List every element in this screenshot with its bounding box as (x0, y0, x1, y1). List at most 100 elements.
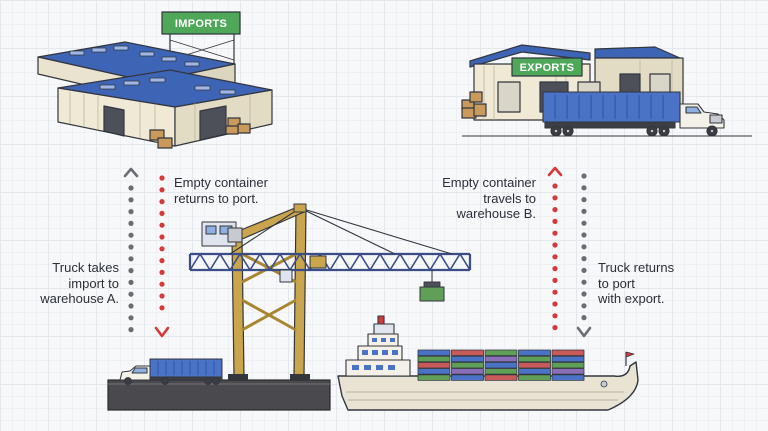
exports-sign-label: EXPORTS (520, 62, 575, 74)
arrow-dot (128, 327, 133, 332)
dock (108, 380, 330, 410)
arrow-head-up-icon (125, 169, 137, 176)
label-line: returns to port. (174, 191, 268, 207)
label-line: warehouse B. (426, 206, 536, 222)
arrow-dot (159, 175, 164, 180)
label-empty-to-port: Empty container returns to port. (174, 175, 268, 206)
arrow-dot (128, 197, 133, 202)
ship-container (452, 356, 484, 362)
arrow-dot (552, 325, 557, 330)
arrow-dot (552, 219, 557, 224)
ship-container (552, 356, 584, 362)
ship-container (418, 362, 450, 368)
arrow-dot (581, 232, 586, 237)
ship-container (485, 362, 517, 368)
label-line: Truck returns (598, 260, 674, 276)
arrow-dot (581, 291, 586, 296)
arrow-truck-to-port (578, 173, 590, 336)
ship-container (519, 362, 551, 368)
arrow-dot (552, 290, 557, 295)
arrow-dot (581, 197, 586, 202)
ship-container (485, 375, 517, 381)
label-line: warehouse A. (24, 291, 119, 307)
hoisted-container (420, 287, 444, 301)
ship-container (418, 356, 450, 362)
arrow-head-up-icon (549, 168, 561, 175)
arrow-dot (581, 244, 586, 249)
ship-container (519, 369, 551, 375)
ship-container (552, 375, 584, 381)
ship-container (418, 375, 450, 381)
ship-container (552, 362, 584, 368)
container-ship-icon (338, 316, 638, 410)
arrow-empty-to-warehouse-b (549, 168, 561, 330)
ship-container (452, 362, 484, 368)
arrow-dot (552, 195, 557, 200)
arrow-dot (552, 231, 557, 236)
arrow-dot (128, 209, 133, 214)
arrow-dot (159, 234, 164, 239)
ship-container (485, 369, 517, 375)
arrow-dot (552, 183, 557, 188)
arrow-dot (581, 268, 586, 273)
ship-container (552, 350, 584, 356)
arrow-dot (552, 266, 557, 271)
label-line: to port (598, 276, 674, 292)
ship-container (485, 350, 517, 356)
ship-container (519, 375, 551, 381)
arrow-dot (128, 280, 133, 285)
arrow-dot (159, 187, 164, 192)
label-line: with export. (598, 291, 674, 307)
export-truck-icon (543, 92, 724, 136)
arrow-dot (159, 211, 164, 216)
arrow-dot (128, 221, 133, 226)
arrow-dot (128, 315, 133, 320)
arrow-dot (552, 254, 557, 259)
arrow-dot (159, 199, 164, 204)
ship-container (519, 356, 551, 362)
ship-container (452, 350, 484, 356)
imports-sign-label: IMPORTS (175, 18, 227, 30)
arrow-dot (128, 185, 133, 190)
label-line: import to (24, 276, 119, 292)
label-line: Empty container (426, 175, 536, 191)
arrow-dot (159, 293, 164, 298)
arrow-dot (581, 303, 586, 308)
arrow-dot (128, 233, 133, 238)
arrow-truck-to-warehouse-a (125, 169, 137, 332)
arrow-head-down-icon (156, 328, 168, 336)
ship-container (552, 369, 584, 375)
arrow-dot (581, 280, 586, 285)
ship-container (452, 375, 484, 381)
arrow-dot (552, 278, 557, 283)
ship-container (485, 356, 517, 362)
container-stacks (418, 350, 584, 380)
arrow-dot (581, 221, 586, 226)
label-truck-export: Truck returns to port with export. (598, 260, 674, 307)
arrow-dot (552, 207, 557, 212)
arrow-dot (581, 315, 586, 320)
arrow-dot (159, 223, 164, 228)
arrow-dot (159, 258, 164, 263)
arrow-dot (552, 242, 557, 247)
arrow-dot (581, 185, 586, 190)
ship-container (519, 350, 551, 356)
arrow-dot (128, 244, 133, 249)
ship-container (452, 369, 484, 375)
ship-container (418, 369, 450, 375)
arrow-dot (581, 256, 586, 261)
arrow-dot (128, 256, 133, 261)
arrow-empty-to-port (156, 175, 168, 336)
arrow-dot (552, 301, 557, 306)
label-empty-to-warehouse-b: Empty container travels to warehouse B. (426, 175, 536, 222)
arrow-dot (159, 246, 164, 251)
arrow-dot (581, 173, 586, 178)
label-line: Truck takes (24, 260, 119, 276)
arrow-dot (159, 305, 164, 310)
label-truck-import: Truck takes import to warehouse A. (24, 260, 119, 307)
arrow-dot (552, 313, 557, 318)
import-warehouse-icon: IMPORTS (38, 12, 272, 148)
label-line: travels to (426, 191, 536, 207)
arrow-dot (581, 209, 586, 214)
